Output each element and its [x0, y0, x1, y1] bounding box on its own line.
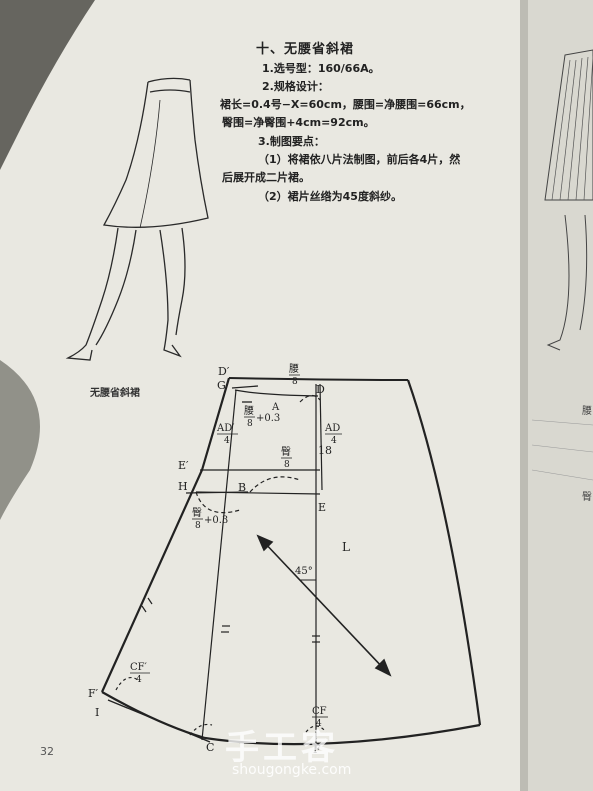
text-line-4: 臀围=净臀围+4cm=92cm。 — [222, 116, 375, 129]
text-line-2: 2.规格设计： — [262, 80, 329, 93]
text-line-5: 3.制图要点： — [258, 135, 325, 148]
figure-caption: 无腰省斜裙 — [90, 388, 140, 399]
text-line-6: （1）将裙依八片法制图，前后各4片，然 — [258, 153, 461, 166]
watermark-url: shougongke.com — [232, 762, 352, 778]
watermark-logo: 手工客 — [225, 728, 339, 768]
section-title: 十、无腰省斜裙 — [256, 42, 355, 57]
text-line-1: 1.选号型：160/66A。 — [262, 62, 380, 75]
page-number: 32 — [40, 745, 54, 758]
text-line-3: 裙长=0.4号−X=60cm，腰围=净腰围=66cm， — [220, 98, 471, 111]
text-line-7: 后展开成二片裙。 — [222, 171, 310, 184]
right-page-text-hip: 臀 — [582, 492, 592, 503]
right-page-text-waist: 腰 — [582, 406, 592, 417]
text-line-8: （2）裙片丝绺为45度斜纱。 — [258, 190, 402, 203]
